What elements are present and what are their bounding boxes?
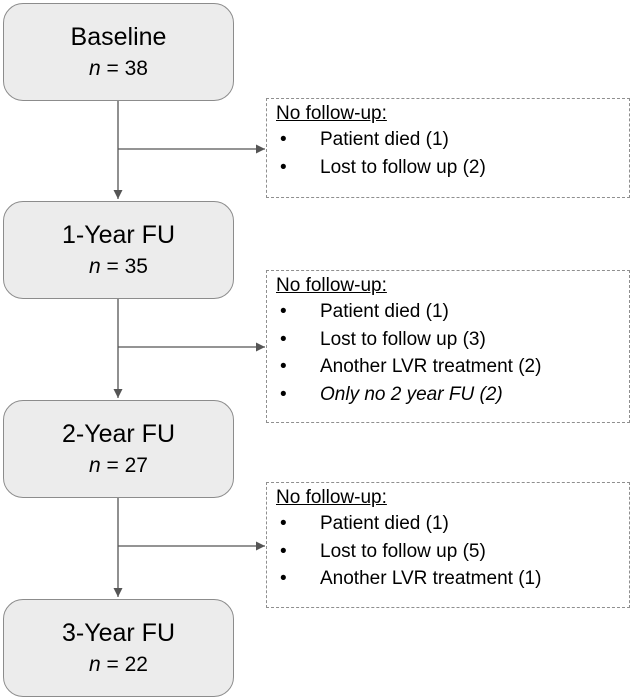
stage-count: n = 27 (89, 453, 148, 479)
list-item: •Lost to follow up (3) (276, 326, 621, 354)
bullet-icon: • (280, 356, 287, 377)
stage-title: 3-Year FU (61, 619, 175, 647)
stage-count: n = 38 (89, 56, 148, 82)
stage-title: 2-Year FU (61, 420, 175, 448)
stage-year3: 3-Year FU n = 22 (3, 599, 234, 697)
bullet-icon: • (280, 328, 287, 350)
n-symbol: n (89, 454, 101, 477)
stage-year2: 2-Year FU n = 27 (3, 400, 234, 498)
n-symbol: n (89, 653, 101, 676)
no-followup-box-2: No follow-up: •Patient died (1) •Lost to… (266, 270, 630, 423)
stage-title: Baseline (70, 23, 167, 51)
no-followup-box-1: No follow-up: •Patient died (1) •Lost to… (266, 98, 630, 198)
n-value: = 27 (106, 454, 148, 477)
stage-baseline: Baseline n = 38 (3, 3, 234, 101)
n-value: = 38 (106, 57, 148, 80)
n-symbol: n (89, 255, 101, 278)
no-followup-list: •Patient died (1) •Lost to follow up (2) (276, 126, 621, 181)
list-item: •Patient died (1) (276, 298, 621, 326)
no-followup-box-3: No follow-up: •Patient died (1) •Lost to… (266, 482, 630, 608)
no-followup-heading: No follow-up: (276, 103, 387, 124)
bullet-icon: • (280, 383, 287, 405)
stage-title: 1-Year FU (61, 221, 175, 249)
n-value: = 22 (106, 653, 148, 676)
stage-year1: 1-Year FU n = 35 (3, 201, 234, 299)
bullet-icon: • (280, 301, 287, 322)
list-item: •Lost to follow up (2) (276, 154, 621, 182)
bullet-icon: • (280, 568, 287, 589)
bullet-icon: • (280, 129, 287, 150)
bullet-icon: • (280, 513, 287, 534)
list-item: •Only no 2 year FU (2) (276, 381, 621, 409)
no-followup-heading: No follow-up: (276, 487, 387, 508)
n-symbol: n (89, 57, 101, 80)
stage-count: n = 22 (89, 652, 148, 678)
no-followup-list: •Patient died (1) •Lost to follow up (3)… (276, 298, 621, 408)
stage-count: n = 35 (89, 254, 148, 280)
bullet-icon: • (280, 156, 287, 178)
no-followup-heading: No follow-up: (276, 275, 387, 296)
list-item: •Another LVR treatment (1) (276, 565, 621, 593)
no-followup-list: •Patient died (1) •Lost to follow up (5)… (276, 510, 621, 593)
list-item: •Lost to follow up (5) (276, 538, 621, 566)
list-item: •Another LVR treatment (2) (276, 353, 621, 381)
list-item: •Patient died (1) (276, 126, 621, 154)
bullet-icon: • (280, 540, 287, 562)
list-item: •Patient died (1) (276, 510, 621, 538)
n-value: = 35 (106, 255, 148, 278)
